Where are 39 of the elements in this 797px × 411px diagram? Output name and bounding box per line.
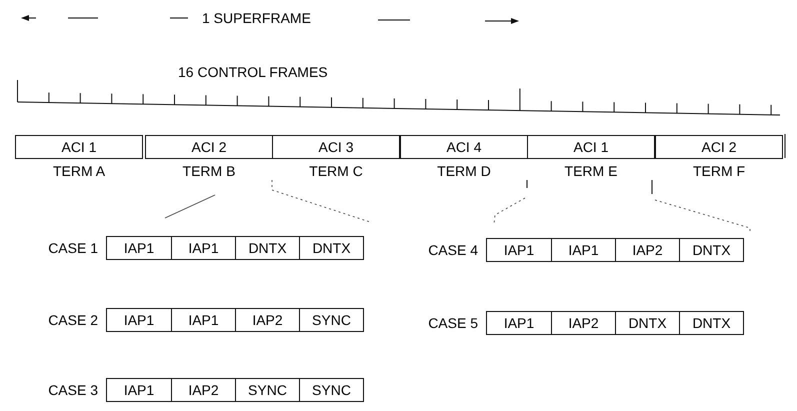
channel-slot-box: ACI 1: [527, 135, 655, 159]
frame-cell: IAP1: [487, 312, 551, 334]
frame-cell: IAP1: [171, 309, 235, 331]
frame-cell: DNTX: [615, 312, 679, 334]
frame-cell: IAP1: [107, 379, 171, 401]
frame-cell: SYNC: [235, 379, 299, 401]
terminal-label: TERM B: [182, 162, 236, 180]
case-label: CASE 5: [427, 314, 478, 332]
frame-cell: DNTX: [299, 237, 363, 259]
case-label: CASE 1: [47, 238, 98, 258]
superframe-label: 1 SUPERFRAME: [202, 9, 311, 28]
frame-cell: DNTX: [235, 237, 299, 259]
frame-cell: IAP2: [551, 312, 615, 334]
case-label: CASE 2: [47, 310, 98, 330]
channel-slot-box: ACI 1: [15, 135, 143, 159]
frame-cell: DNTX: [679, 239, 743, 261]
terminal-label: TERM C: [308, 162, 364, 180]
frame-cell: IAP1: [107, 237, 171, 259]
frame-cell: IAP1: [171, 237, 235, 259]
channel-slot-box: ACI 2: [655, 135, 783, 159]
channel-slot-box: ACI 3: [272, 135, 400, 159]
control-frames-label: 16 CONTROL FRAMES: [178, 63, 328, 82]
channel-slot-box: ACI 2: [145, 135, 273, 159]
terminal-label: TERM A: [52, 162, 106, 180]
frame-cell: IAP2: [615, 239, 679, 261]
channel-slot-box: ACI 4: [400, 135, 528, 159]
frame-cell: IAP1: [551, 239, 615, 261]
frame-cell: SYNC: [299, 379, 363, 401]
terminal-label: TERM E: [564, 162, 618, 180]
terminal-label: TERM D: [436, 162, 492, 180]
frame-cell: SYNC: [299, 309, 363, 331]
frame-cell: IAP2: [171, 379, 235, 401]
frame-cell: IAP1: [107, 309, 171, 331]
frame-cell: IAP2: [235, 309, 299, 331]
case-label: CASE 3: [47, 380, 98, 400]
terminal-label: TERM F: [692, 162, 746, 180]
case-label: CASE 4: [427, 240, 478, 260]
frame-cell: DNTX: [679, 312, 743, 334]
frame-cell: IAP1: [487, 239, 551, 261]
